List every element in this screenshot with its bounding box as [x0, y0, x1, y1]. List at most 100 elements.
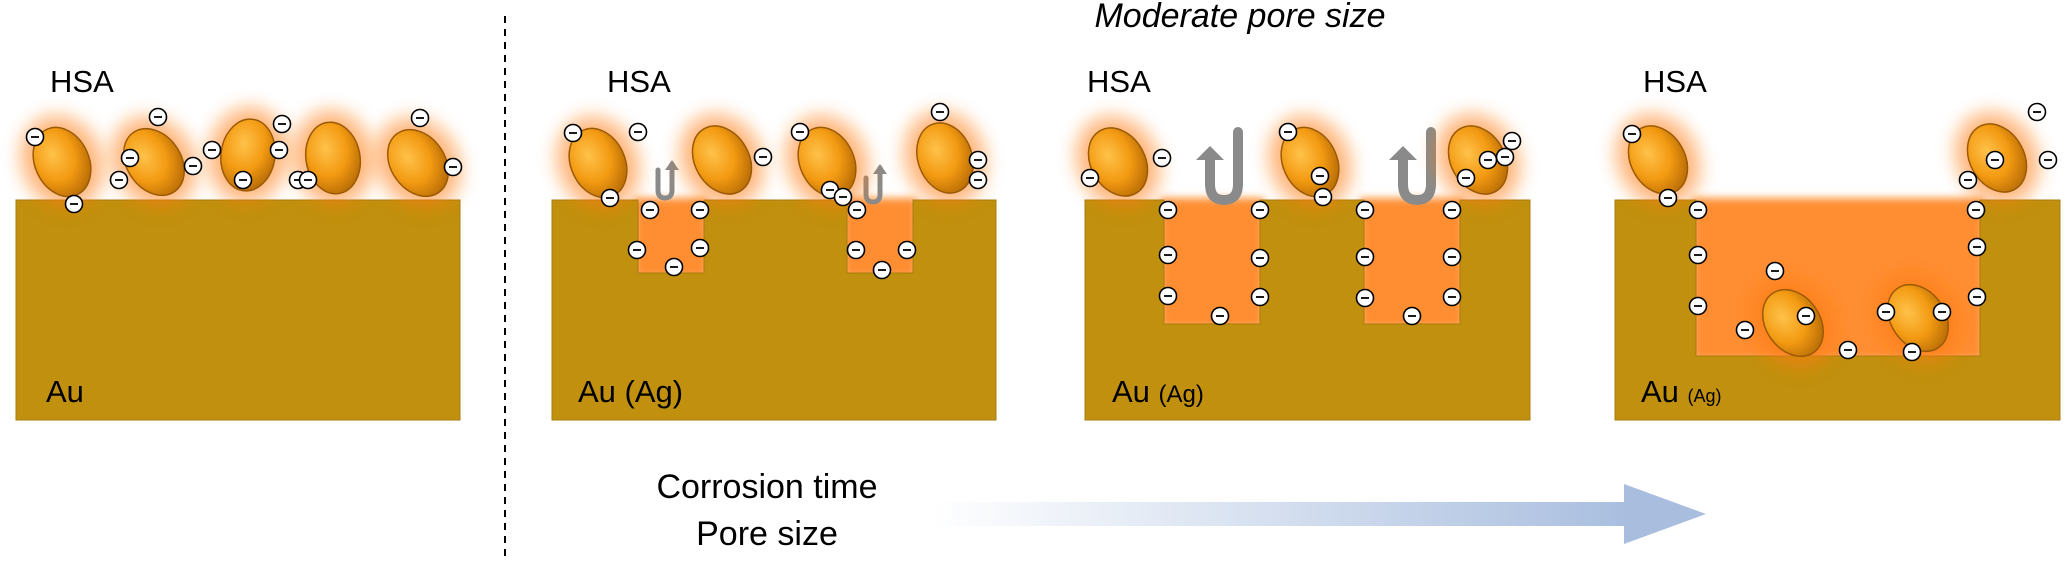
negative-charge-icon [233, 170, 253, 190]
negative-charge-icon [1080, 168, 1100, 188]
hsa-protein [207, 107, 289, 203]
axis-label-pore-size: Pore size [696, 515, 838, 553]
negative-charge-icon [1442, 287, 1462, 307]
negative-charge-icon [1313, 187, 1333, 207]
negative-charge-icon [1688, 296, 1708, 316]
negative-charge-icon [846, 240, 866, 260]
substrates [15, 199, 2061, 421]
hsa-label-2: HSA [607, 64, 671, 99]
negative-charge-icon [120, 148, 140, 168]
negative-charge-icon [202, 140, 222, 160]
substrate-flat [15, 199, 461, 421]
negative-charge-icon [1688, 200, 1708, 220]
negative-charge-icon [1210, 306, 1230, 326]
negative-charge-icon [897, 240, 917, 260]
protein-body [122, 127, 186, 197]
negative-charge-icon [1967, 287, 1987, 307]
negative-charge-icon [1250, 200, 1270, 220]
negative-charge-icon [183, 156, 203, 176]
negative-charge-icon [1442, 247, 1462, 267]
negative-charge-icon [269, 140, 289, 160]
hsa-protein [679, 113, 765, 207]
negative-charge-icon [1478, 150, 1498, 170]
substrate-medium-pores [1084, 199, 1531, 421]
svg-text:Au (Ag): Au (Ag) [1112, 374, 1204, 409]
negative-charge-icon [690, 200, 710, 220]
negative-charge-icon [1158, 286, 1178, 306]
negative-charge-icon [563, 123, 583, 143]
negative-charge-icon [1967, 237, 1987, 257]
negative-charge-icon [930, 102, 950, 122]
negative-charge-icon [790, 122, 810, 142]
negative-charge-icon [753, 147, 773, 167]
negative-charge-icon [148, 107, 168, 127]
svg-text:Au (Ag): Au (Ag) [1641, 374, 1722, 409]
negative-charge-icon [1765, 261, 1785, 281]
protein-body [1761, 288, 1825, 358]
negative-charge-icon [1355, 200, 1375, 220]
axis-label-corrosion-time: Corrosion time [656, 468, 877, 506]
hsa-protein [111, 116, 197, 208]
negative-charge-icon [1985, 150, 2005, 170]
charges [25, 102, 2058, 362]
protein-body [32, 126, 92, 198]
negative-charge-icon [968, 170, 988, 190]
substrate-label-4: Au [1641, 374, 1679, 409]
negative-charge-icon [1688, 245, 1708, 265]
substrate-suffix-2: (Ag) [625, 374, 684, 409]
negative-charge-icon [847, 200, 867, 220]
protein-body [1627, 125, 1689, 195]
protein-body [304, 121, 362, 195]
hsa-label-4: HSA [1643, 64, 1707, 99]
u-turn-arrows [655, 127, 1436, 206]
u-turn-arrow-icon [1196, 127, 1243, 206]
negative-charge-icon [1502, 131, 1522, 151]
negative-charge-icon [1932, 302, 1952, 322]
protein-labels: HSA HSA HSA HSA [50, 64, 1707, 99]
protein-body [691, 125, 753, 195]
substrate-small-pores [551, 199, 997, 421]
substrate-label-3: Au [1112, 374, 1150, 409]
u-turn-arrow-icon [655, 160, 679, 201]
negative-charge-icon [1456, 168, 1476, 188]
protein-body [220, 118, 276, 192]
negative-charge-icon [1250, 287, 1270, 307]
negative-charge-icon [628, 122, 648, 142]
substrate-suffix-4: (Ag) [1688, 386, 1722, 406]
protein-body [1886, 283, 1950, 353]
negative-charge-icon [1355, 288, 1375, 308]
negative-charge-icon [1158, 200, 1178, 220]
negative-charge-icon [1158, 245, 1178, 265]
negative-charge-icon [1402, 306, 1422, 326]
protein-body [386, 128, 450, 198]
negative-charge-icon [1966, 200, 1986, 220]
hsa-protein [375, 117, 461, 209]
negative-charge-icon [627, 240, 647, 260]
negative-charge-icon [1442, 200, 1462, 220]
svg-text:Au (Ag): Au (Ag) [578, 374, 683, 409]
hsa-protein [292, 110, 374, 206]
negative-charge-icon [1495, 147, 1515, 167]
negative-charge-icon [1310, 166, 1330, 186]
protein-body [916, 122, 974, 194]
negative-charge-icon [1622, 124, 1642, 144]
negative-charge-icon [410, 108, 430, 128]
negative-charge-icon [1876, 302, 1896, 322]
negative-charge-icon [1838, 340, 1858, 360]
negative-charge-icon [1250, 248, 1270, 268]
negative-charge-icon [109, 170, 129, 190]
substrate-labels: Au Au (Ag) Au (Ag) Au (Ag) [46, 374, 1722, 409]
negative-charge-icon [1658, 188, 1678, 208]
hsa-label-1: HSA [50, 64, 114, 99]
hsa-label-3: HSA [1087, 64, 1151, 99]
negative-charge-icon [1958, 170, 1978, 190]
svg-text:Au: Au [46, 374, 84, 409]
negative-charge-icon [2027, 102, 2047, 122]
negative-charge-icon [25, 127, 45, 147]
negative-charge-icon [872, 260, 892, 280]
hsa-protein [1750, 277, 1836, 369]
hsa-protein [1075, 115, 1161, 209]
negative-charge-icon [640, 200, 660, 220]
negative-charge-icon [664, 257, 684, 277]
